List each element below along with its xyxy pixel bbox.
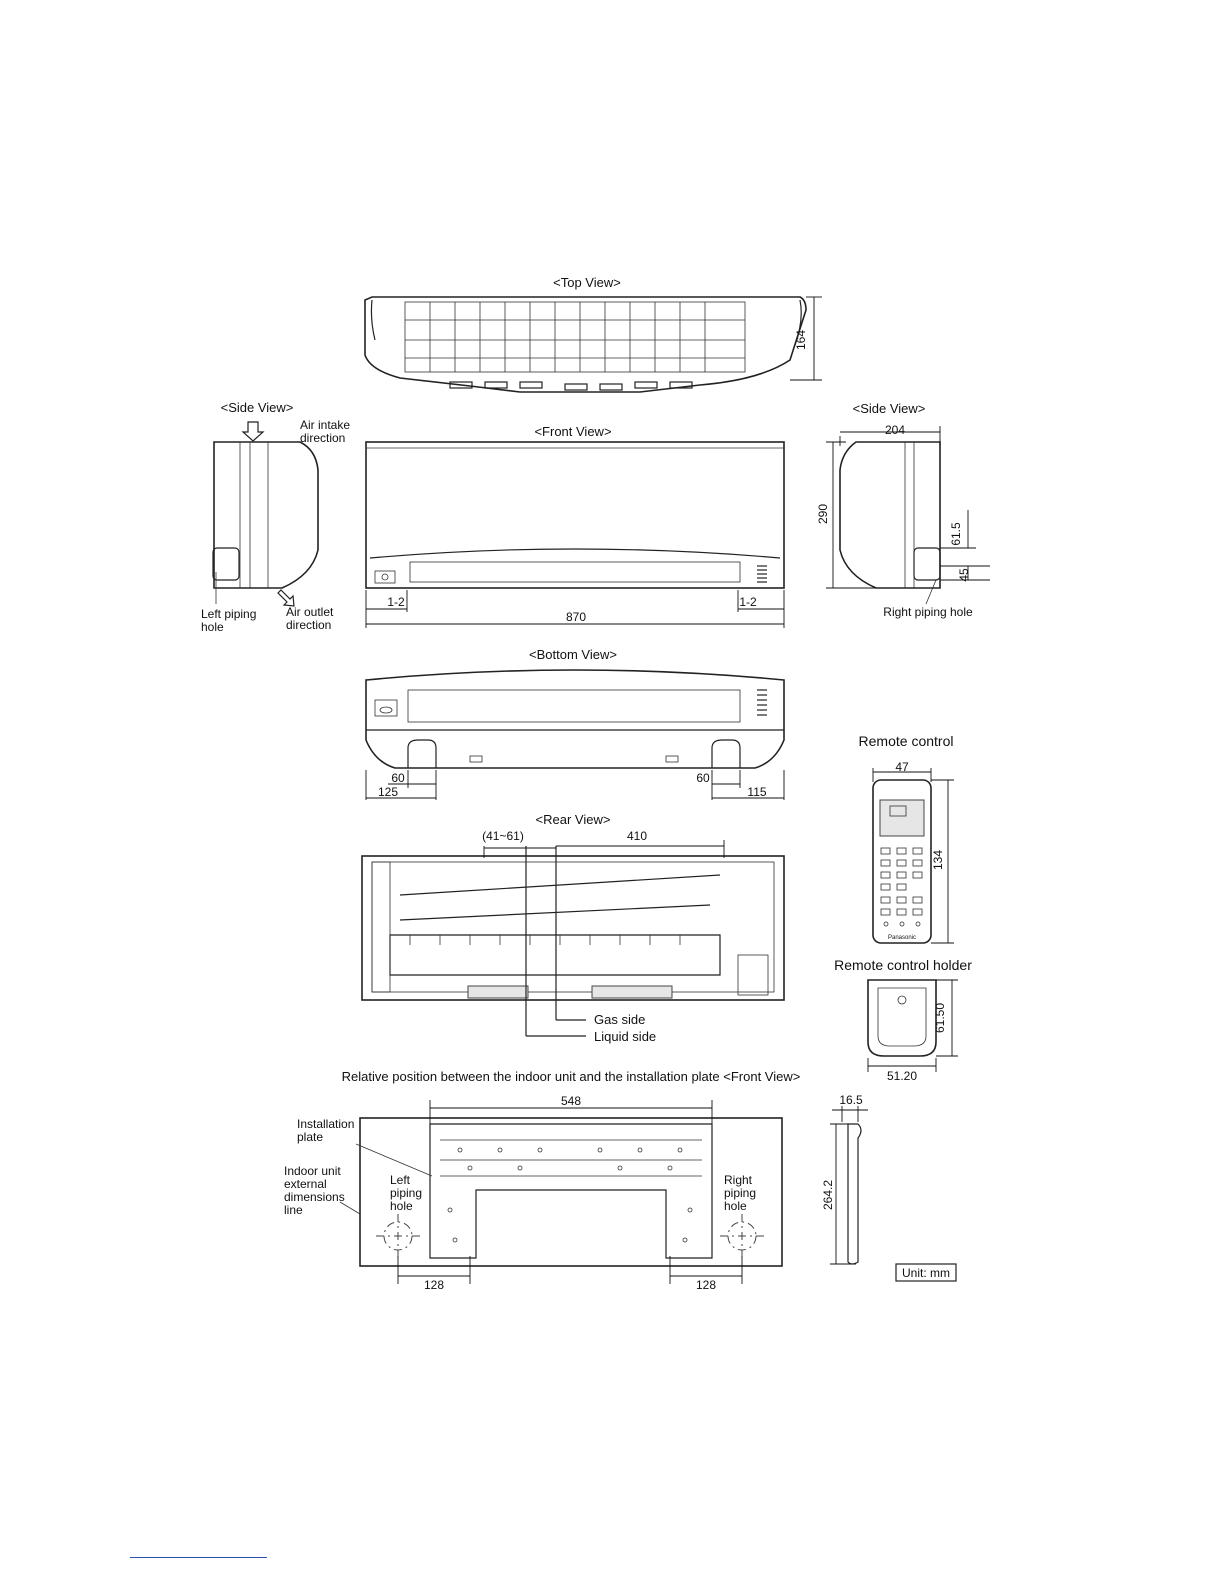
air-outlet-label-2: direction [286, 618, 331, 632]
dim-plate-width: 548 [561, 1094, 581, 1108]
remote-holder-title: Remote control holder [834, 957, 972, 973]
dim-front-gap-right: 1-2 [739, 595, 757, 609]
right-side-view-title: <Side View> [853, 401, 926, 416]
dim-plate-left-128: 128 [424, 1278, 444, 1292]
plate-left-piping-label-3: hole [390, 1199, 413, 1213]
indoor-ext-label-4: line [284, 1203, 303, 1217]
plate-right-piping-label-2: piping [724, 1186, 756, 1200]
dim-remote-width: 47 [895, 760, 909, 774]
left-piping-label-2: hole [201, 620, 224, 634]
plate-right-piping-label-3: hole [724, 1199, 747, 1213]
liquid-side-label: Liquid side [594, 1029, 656, 1044]
left-piping-label-1: Left piping [201, 607, 256, 621]
dim-side-45: 45 [957, 568, 971, 582]
dim-rear-range: (41~61) [482, 829, 524, 843]
front-view-title: <Front View> [534, 424, 611, 439]
plate-left-piping-label-1: Left [390, 1173, 411, 1187]
dim-rear-410: 410 [627, 829, 647, 843]
dim-bottom-left-60: 60 [391, 771, 405, 785]
dim-bottom-right-115: 115 [747, 785, 766, 799]
gas-side-label: Gas side [594, 1012, 645, 1027]
dim-side-61-5: 61.5 [949, 522, 963, 546]
installation-plate-label-1: Installation [297, 1117, 354, 1131]
right-side-view-drawing [826, 426, 990, 605]
unit-label: Unit: mm [902, 1266, 950, 1280]
plate-right-piping-label-1: Right [724, 1173, 753, 1187]
rear-view-title: <Rear View> [536, 812, 611, 827]
left-side-view-drawing [212, 421, 319, 607]
dim-side-depth: 204 [885, 423, 905, 437]
remote-brand: Panasonic [888, 935, 916, 941]
bottom-view-title: <Bottom View> [529, 647, 617, 662]
dim-plate-264-2: 264.2 [821, 1180, 835, 1210]
left-side-view-title: <Side View> [221, 400, 294, 415]
dim-holder-height: 61.50 [933, 1003, 947, 1033]
dim-plate-16-5: 16.5 [839, 1093, 863, 1107]
dim-holder-width: 51.20 [887, 1069, 917, 1083]
right-piping-label: Right piping hole [883, 605, 973, 619]
air-intake-label-1: Air intake [300, 418, 350, 432]
dim-side-height: 290 [816, 504, 830, 524]
indoor-ext-label-1: Indoor unit [284, 1164, 341, 1178]
relative-position-title: Relative position between the indoor uni… [342, 1069, 801, 1084]
top-view-title: <Top View> [553, 275, 621, 290]
installation-plate-drawing [339, 1100, 957, 1284]
plate-left-piping-label-2: piping [390, 1186, 422, 1200]
installation-plate-label-2: plate [297, 1130, 323, 1144]
dim-remote-height: 134 [931, 850, 945, 870]
air-outlet-label-1: Air outlet [286, 605, 334, 619]
dim-plate-right-128: 128 [696, 1278, 716, 1292]
dim-bottom-right-60: 60 [696, 771, 710, 785]
remote-control-title: Remote control [859, 733, 954, 749]
dim-front-gap-left: 1-2 [387, 595, 405, 609]
dim-front-width: 870 [566, 610, 586, 624]
remote-holder-drawing [867, 979, 958, 1072]
indoor-ext-label-2: external [284, 1177, 327, 1191]
dim-bottom-left-125: 125 [378, 785, 398, 799]
dim-top-depth: 164 [794, 330, 808, 350]
rear-view-drawing [361, 840, 785, 1037]
air-intake-label-2: direction [300, 431, 345, 445]
top-view-drawing [364, 296, 822, 393]
bottom-view-drawing [365, 669, 785, 800]
remote-control-drawing [872, 768, 954, 944]
indoor-ext-label-3: dimensions [284, 1190, 345, 1204]
front-view-drawing [365, 441, 785, 628]
footer-rule [130, 1557, 267, 1558]
